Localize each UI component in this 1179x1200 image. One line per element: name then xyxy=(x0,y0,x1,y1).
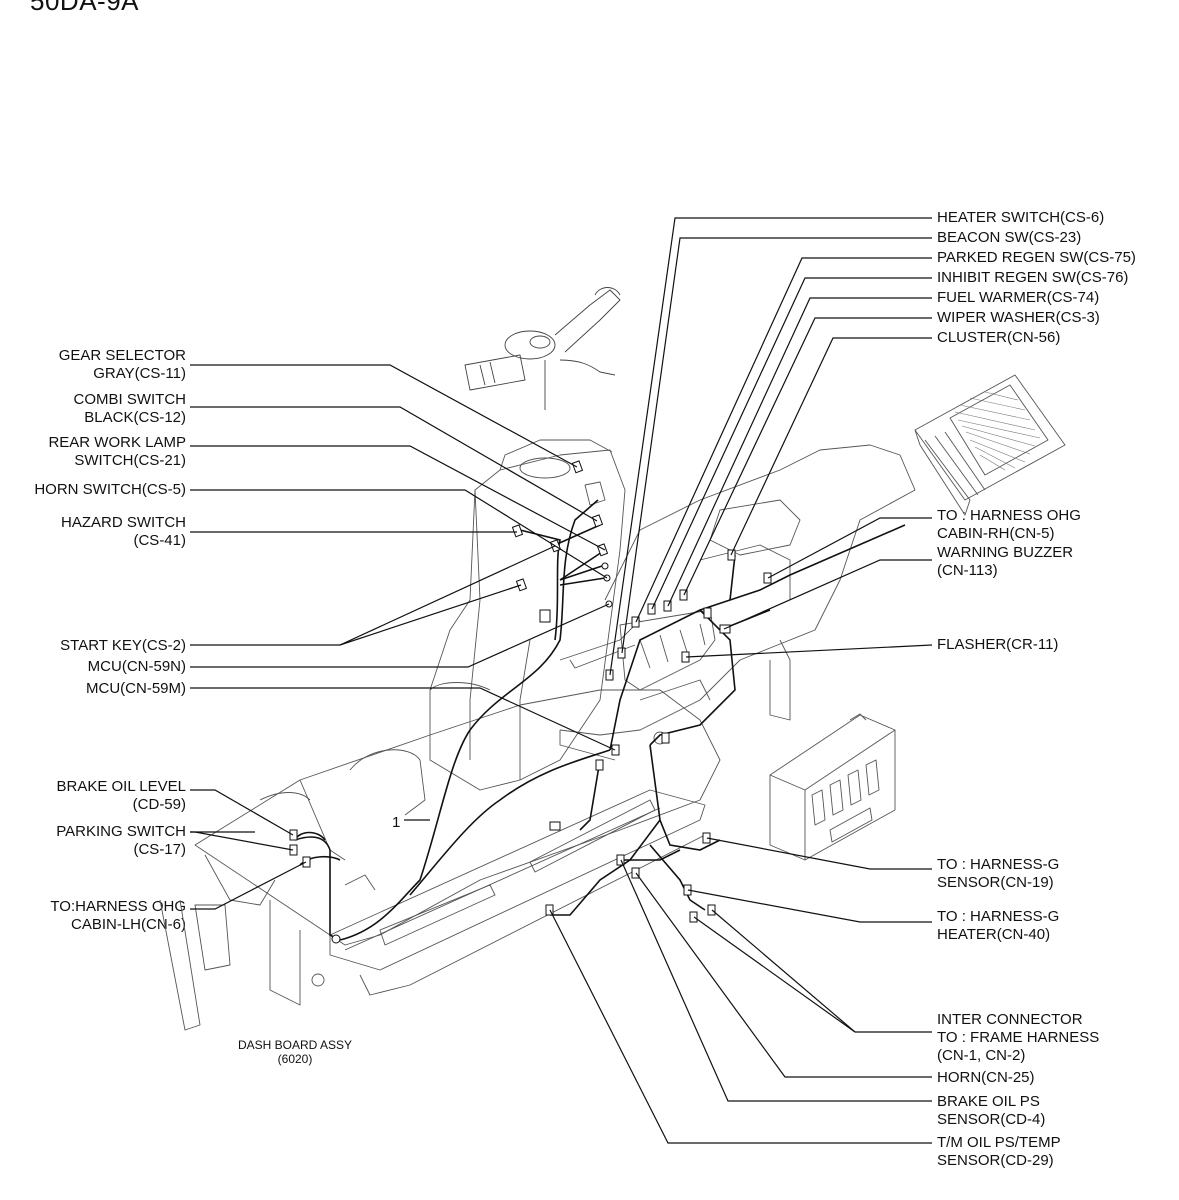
label-inhibit-regen: INHIBIT REGEN SW(CS-76) xyxy=(937,269,1129,286)
label-brake-oil-level: BRAKE OIL LEVEL(CD-59) xyxy=(56,778,186,813)
lower-frame-rail xyxy=(159,731,706,1031)
assembly-caption: DASH BOARD ASSY(6020) xyxy=(237,1038,353,1066)
label-parking-switch: PARKING SWITCH(CS-17) xyxy=(56,823,186,858)
connector-plugs xyxy=(289,460,772,944)
label-mcu-m: MCU(CN-59M) xyxy=(86,680,186,697)
label-flasher: FLASHER(CR-11) xyxy=(937,636,1059,653)
label-fuel-warmer: FUEL WARMER(CS-74) xyxy=(937,289,1100,306)
callout-number: 1 xyxy=(392,814,400,831)
label-horn: HORN(CN-25) xyxy=(937,1069,1035,1086)
label-beacon-sw: BEACON SW(CS-23) xyxy=(937,229,1082,246)
mcu-box xyxy=(769,713,896,861)
label-heater-switch: HEATER SWITCH(CS-6) xyxy=(937,209,1105,226)
combi-switch-part xyxy=(464,287,621,410)
label-horn-switch: HORN SWITCH(CS-5) xyxy=(34,481,186,498)
label-warning-buzzer: WARNING BUZZER(CN-113) xyxy=(937,544,1074,579)
page-title: 50DA-9A xyxy=(30,0,139,16)
label-hazard-switch: HAZARD SWITCH(CS-41) xyxy=(61,514,186,549)
label-start-key: START KEY(CS-2) xyxy=(60,637,186,654)
dash-board-body xyxy=(194,374,1066,946)
label-wiper-washer: WIPER WASHER(CS-3) xyxy=(937,309,1100,326)
cluster-screen-hatch xyxy=(954,391,1041,471)
leader-lines xyxy=(190,217,933,1144)
label-parked-regen: PARKED REGEN SW(CS-75) xyxy=(937,249,1136,266)
wiring-harness xyxy=(294,499,906,941)
label-cluster: CLUSTER(CN-56) xyxy=(937,329,1061,346)
label-mcu-n: MCU(CN-59N) xyxy=(87,658,186,675)
